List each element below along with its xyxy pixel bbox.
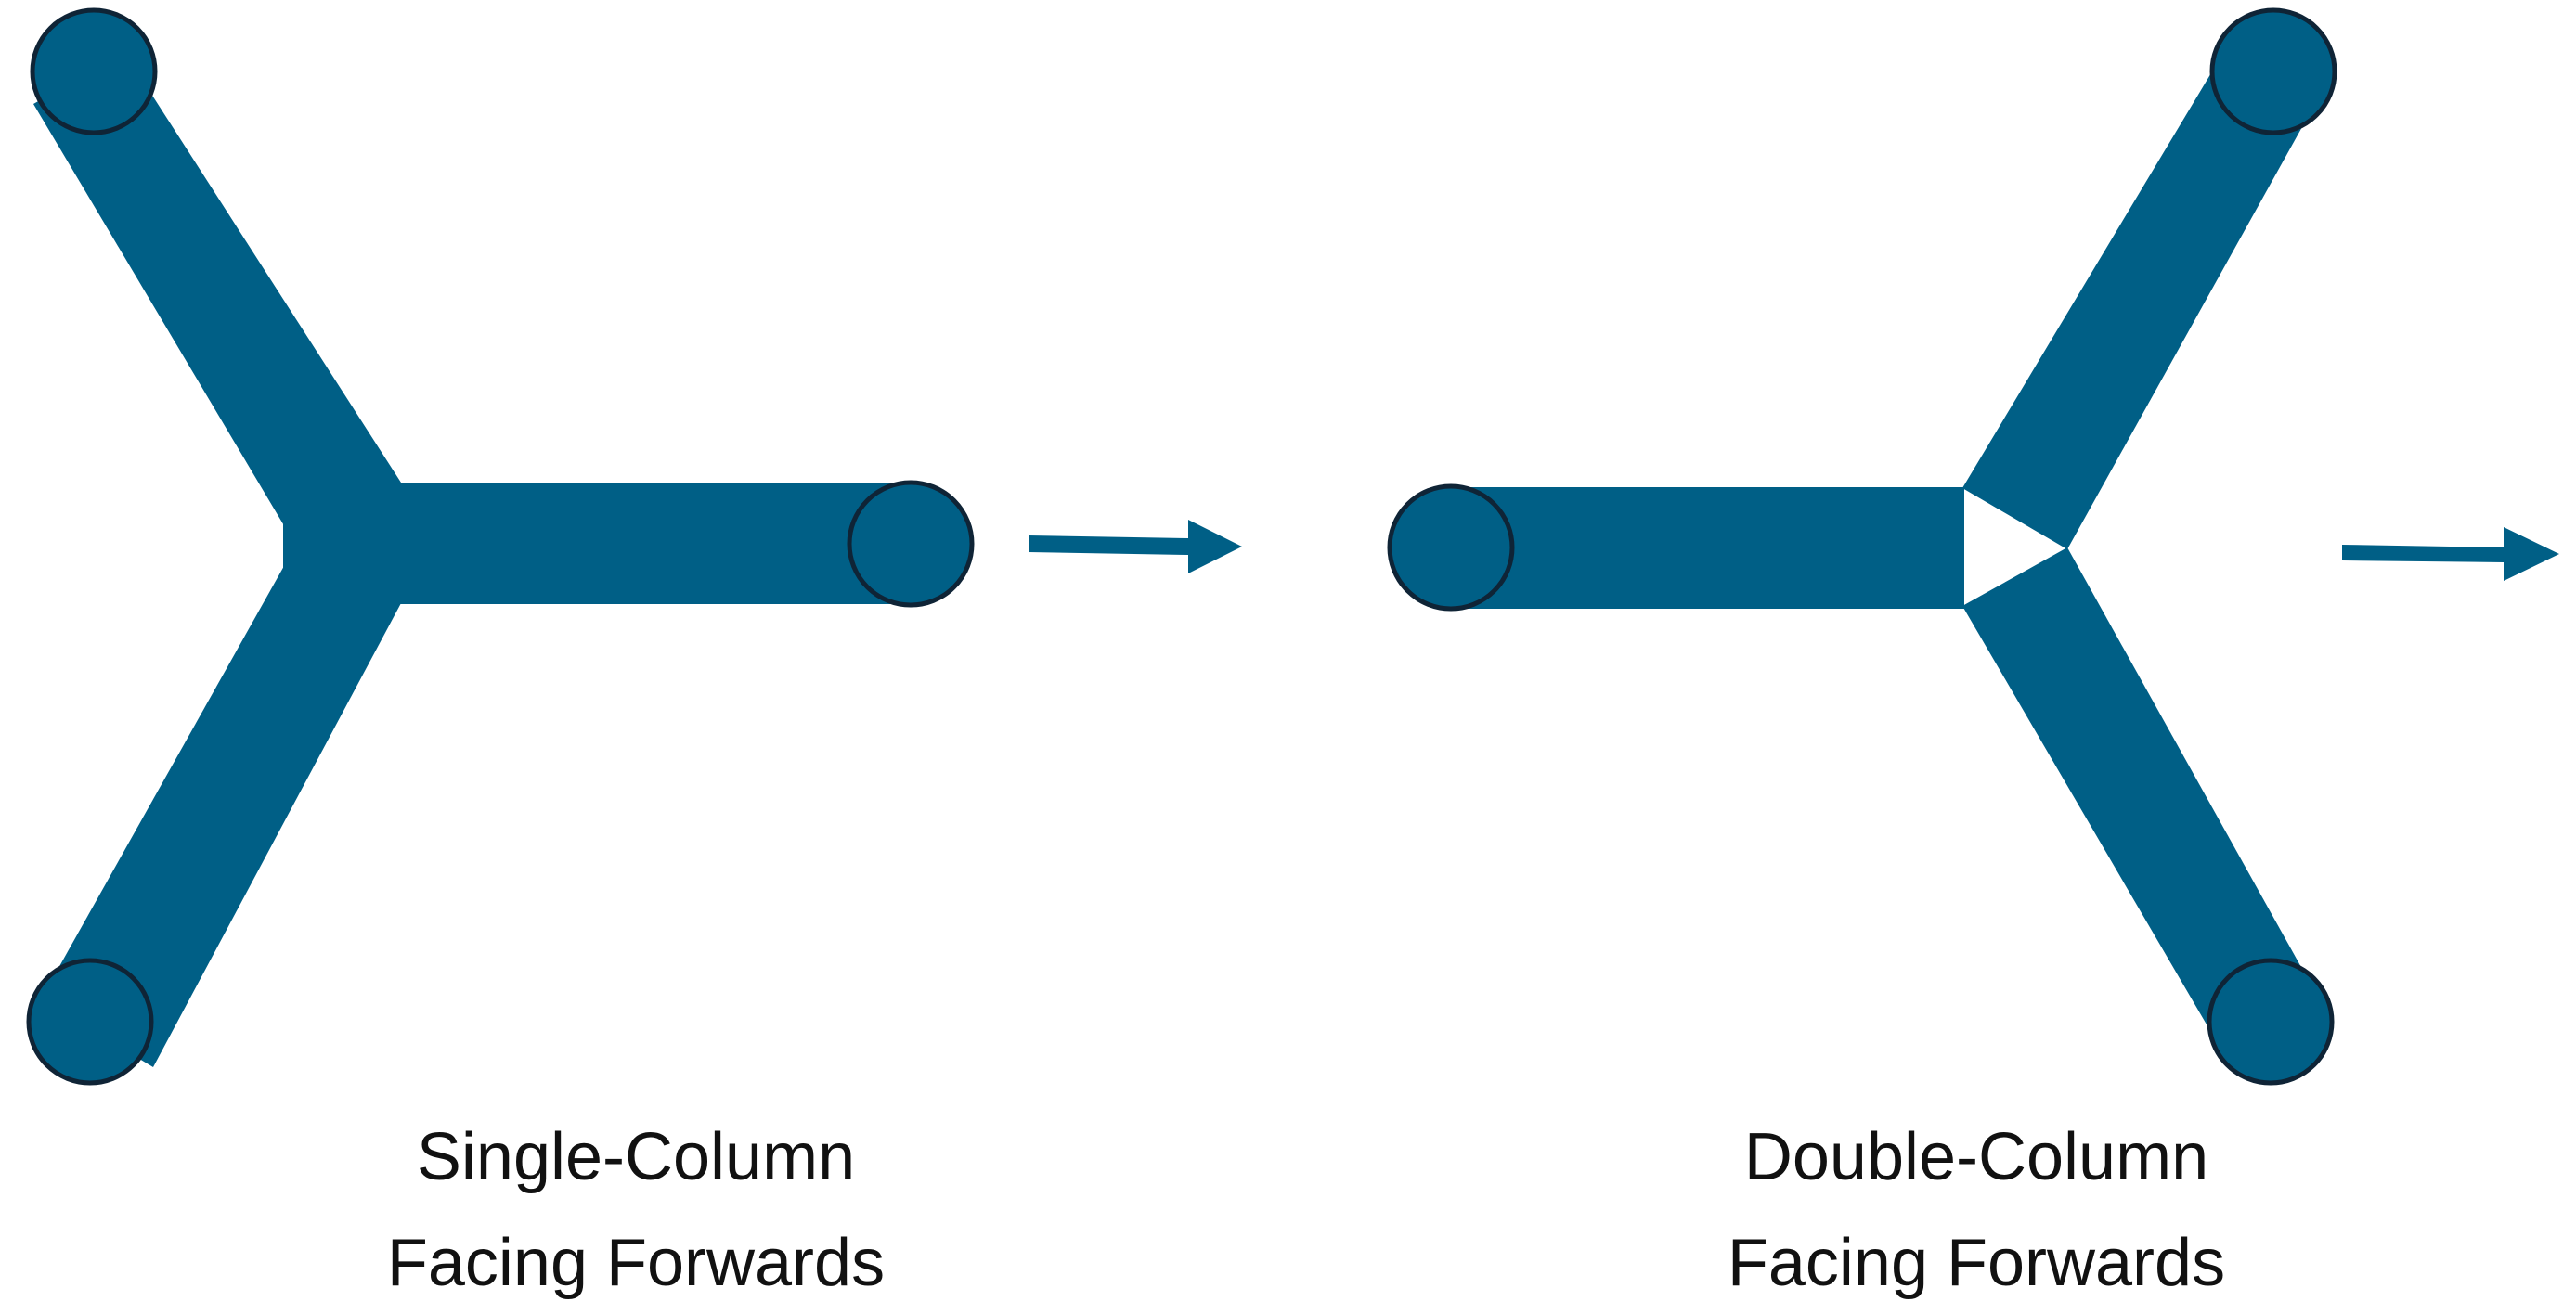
double-column-direction-arrow [2342,527,2559,581]
double-column-stem [1451,487,1964,609]
double-column-lower-arm [1962,548,2321,1058]
single-column-caption-line2: Facing Forwards [386,1226,886,1300]
single-column-node-bottom [26,958,154,1086]
single-column-stem [283,483,911,604]
double-column-upper-arm [1962,48,2317,549]
single-column-figure [26,7,975,1086]
double-column-figure [1387,7,2337,1086]
double-column-caption: Double-Column Facing Forwards [1559,1104,2394,1314]
single-column-node-top [30,7,158,135]
double-column-caption-line1: Double-Column [1743,1120,2209,1194]
single-column-node-end [847,480,975,608]
single-column-lower-arm [41,543,401,1067]
double-column-node-bottom [2207,958,2335,1086]
double-column-node-top [2209,7,2337,135]
double-column-node-end [1387,483,1515,612]
double-column-caption-line2: Facing Forwards [1727,1226,2226,1300]
single-column-upper-arm [33,52,401,548]
single-column-caption-line1: Single-Column [416,1120,856,1194]
single-column-caption: Single-Column Facing Forwards [218,1104,1054,1314]
single-column-direction-arrow [1029,520,1242,573]
